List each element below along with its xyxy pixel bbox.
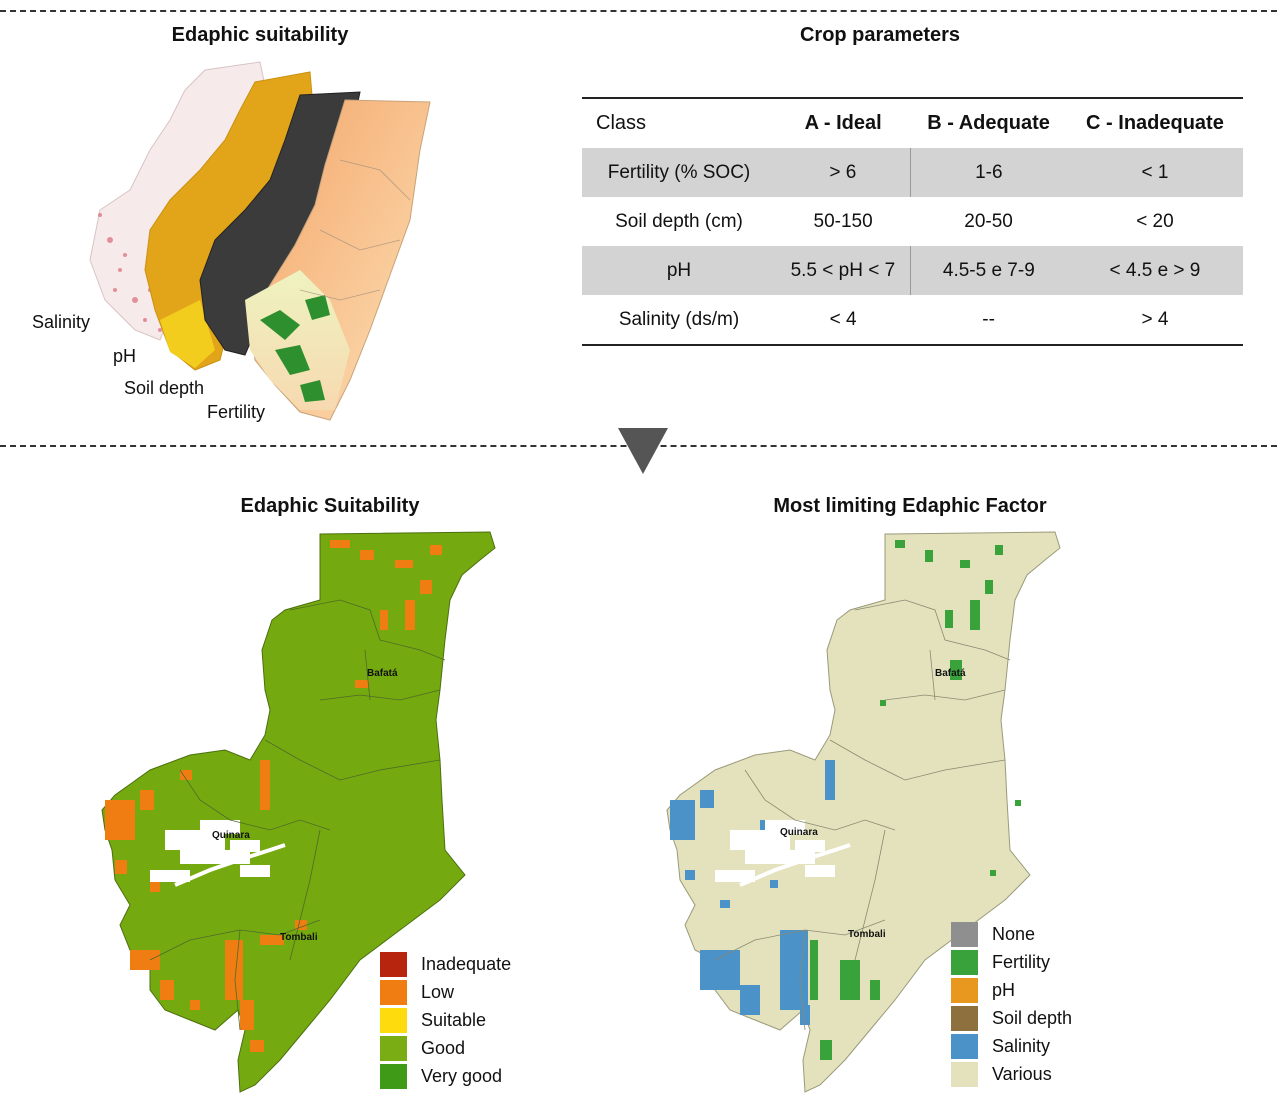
city-label-tombali: Tombali: [848, 929, 886, 940]
table-cell: Fertility (% SOC): [582, 148, 776, 197]
crop-parameters-table: Class A - Ideal B - Adequate C - Inadequ…: [582, 97, 1243, 346]
legend-label: Good: [421, 1037, 466, 1058]
legend-item: Good: [380, 1034, 511, 1062]
table-row: Fertility (% SOC) > 6 1-6 < 1: [582, 148, 1243, 197]
legend-swatch: [951, 1061, 978, 1087]
table-cell: < 4: [829, 308, 857, 330]
legend-item: None: [951, 920, 1072, 948]
legend-swatch: [951, 1005, 978, 1031]
table-header-cell: B - Adequate: [927, 112, 1050, 134]
table-cell: 20-50: [964, 210, 1013, 232]
table-cell: pH: [582, 246, 776, 295]
legend-item: Suitable: [380, 1006, 511, 1034]
salinity-layer-label: Salinity: [32, 312, 91, 332]
table-cell: 4.5-5 e 7-9: [910, 246, 1067, 295]
legend-label: Various: [992, 1063, 1052, 1084]
legend-label: Low: [421, 981, 455, 1002]
table-cell: 50-150: [813, 210, 873, 232]
city-label-quinara: Quinara: [780, 827, 818, 838]
soil-depth-layer-label: Soil depth: [124, 378, 205, 398]
edaphic-suitability-title: Edaphic suitability: [171, 24, 349, 46]
table-cell: Soil depth (cm): [615, 210, 743, 232]
table-header-cell: C - Inadequate: [1086, 112, 1224, 134]
top-separator: [0, 10, 1277, 12]
city-label-bafata: Bafatá: [367, 668, 398, 679]
limiting-factor-map-body: [666, 531, 1061, 1093]
legend-item: Low: [380, 978, 511, 1006]
legend-item: Salinity: [951, 1032, 1072, 1060]
table-cell: > 4: [1141, 308, 1169, 330]
legend-label: pH: [992, 979, 1016, 1000]
city-label-bafata: Bafatá: [935, 668, 966, 679]
table-cell: < 4.5 e > 9: [1066, 246, 1243, 295]
crop-parameters-title: Crop parameters: [799, 24, 961, 46]
limiting-factor-legend: None Fertility pH Soil depth Salinity Va…: [951, 920, 1072, 1088]
legend-label: Fertility: [992, 951, 1050, 972]
region-shape: [101, 531, 496, 1093]
legend-swatch: [380, 1035, 407, 1061]
legend-label: Salinity: [992, 1035, 1051, 1056]
ph-layer-label: pH: [113, 346, 137, 366]
legend-swatch: [951, 977, 978, 1003]
table-cell: 1-6: [910, 148, 1067, 197]
fertility-layer-label: Fertility: [207, 402, 265, 422]
legend-swatch: [380, 1007, 407, 1033]
legend-swatch: [951, 921, 978, 947]
bottom-edaphic-suitability-title: Edaphic Suitability: [240, 495, 420, 517]
legend-label: Soil depth: [992, 1007, 1073, 1028]
suitability-legend: Inadequate Low Suitable Good Very good: [380, 950, 511, 1090]
table-cell: 5.5 < pH < 7: [776, 246, 911, 295]
legend-swatch: [380, 951, 407, 977]
table-row: Soil depth (cm) 50-150 20-50 < 20: [582, 197, 1243, 246]
table-cell: < 1: [1066, 148, 1243, 197]
table-header-row: Class A - Ideal B - Adequate C - Inadequ…: [582, 98, 1243, 148]
legend-label: Suitable: [421, 1009, 487, 1030]
table-row: Salinity (ds/m) < 4 -- > 4: [582, 295, 1243, 345]
most-limiting-factor-title: Most limiting Edaphic Factor: [773, 495, 1047, 517]
legend-label: Very good: [421, 1065, 503, 1086]
table-cell: --: [982, 308, 995, 330]
table-cell: > 6: [776, 148, 911, 197]
legend-item: Soil depth: [951, 1004, 1072, 1032]
legend-swatch: [951, 1033, 978, 1059]
legend-item: Various: [951, 1060, 1072, 1088]
legend-swatch: [951, 949, 978, 975]
city-label-quinara: Quinara: [212, 830, 250, 841]
legend-item: Very good: [380, 1062, 511, 1090]
table-header-cell: A - Ideal: [804, 112, 882, 134]
legend-item: Fertility: [951, 948, 1072, 976]
table-cell: Salinity (ds/m): [618, 308, 740, 330]
legend-swatch: [380, 979, 407, 1005]
table-header-cell: Class: [596, 112, 647, 134]
legend-label: None: [992, 923, 1036, 944]
legend-swatch: [380, 1063, 407, 1089]
legend-label: Inadequate: [421, 953, 512, 974]
legend-item: pH: [951, 976, 1072, 1004]
table-cell: < 20: [1136, 210, 1174, 232]
legend-item: Inadequate: [380, 950, 511, 978]
city-label-tombali: Tombali: [280, 932, 318, 943]
table-row: pH 5.5 < pH < 7 4.5-5 e 7-9 < 4.5 e > 9: [582, 246, 1243, 295]
suitability-map-body: [101, 531, 496, 1093]
